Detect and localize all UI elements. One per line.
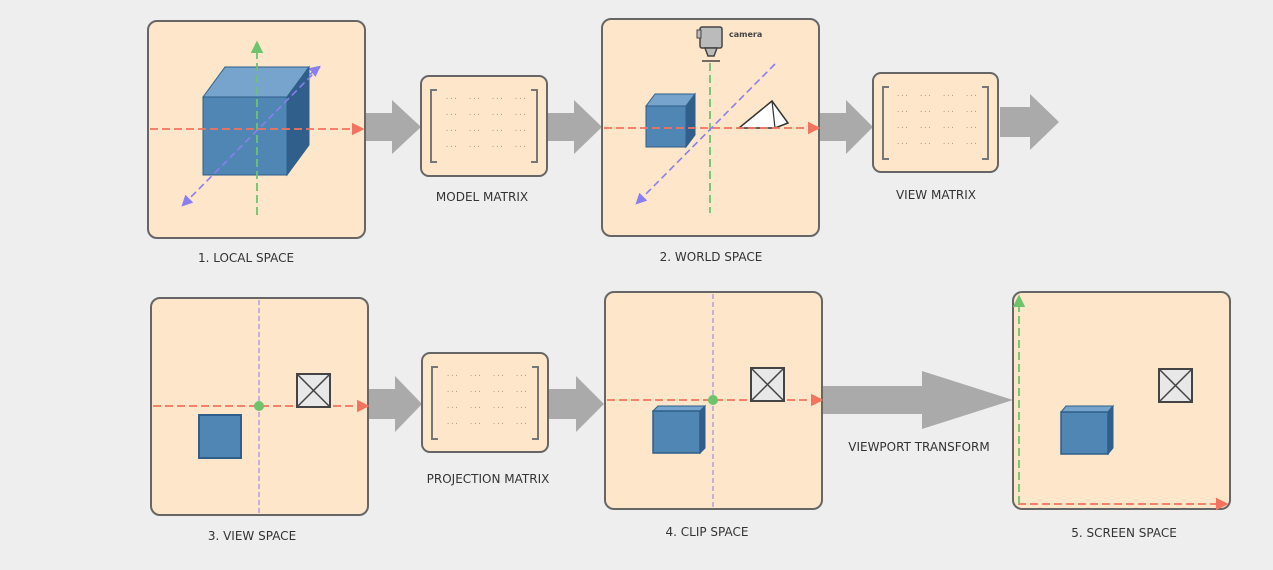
clip-space-label: 4. CLIP SPACE bbox=[666, 525, 749, 539]
arrow-view-matrix-out bbox=[1000, 94, 1059, 150]
svg-text:···: ··· bbox=[942, 108, 955, 116]
camera-label: camera bbox=[729, 30, 762, 39]
view-space-panel bbox=[150, 297, 370, 516]
arrow-model-to-world bbox=[547, 100, 602, 154]
projection-matrix-box: ··· ··· ··· ··· ··· ··· ··· ··· ··· ··· ··· ··· ·… bbox=[421, 352, 549, 453]
model-matrix-box: ··· ··· ··· ··· ··· ··· ··· ··· ··· ··· ··· ··· ·… bbox=[420, 75, 548, 177]
svg-text:···: ··· bbox=[919, 124, 932, 132]
svg-text:···: ··· bbox=[445, 143, 458, 151]
model-matrix-cells: ··· ··· ··· ··· ··· ··· ··· ··· ··· ··· ··· ··· ·… bbox=[445, 95, 527, 151]
svg-text:···: ··· bbox=[896, 140, 909, 148]
clip-origin-dot bbox=[708, 395, 718, 405]
svg-text:···: ··· bbox=[446, 420, 459, 428]
svg-text:···: ··· bbox=[942, 140, 955, 148]
camera-icon bbox=[696, 26, 723, 62]
arrow-viewport-transform bbox=[822, 371, 1013, 429]
svg-text:···: ··· bbox=[491, 95, 504, 103]
svg-text:···: ··· bbox=[445, 127, 458, 135]
cube-front-view bbox=[198, 414, 242, 459]
svg-text:···: ··· bbox=[965, 124, 978, 132]
svg-text:···: ··· bbox=[965, 108, 978, 116]
cube-small bbox=[645, 92, 696, 149]
arrow-world-to-view-matrix bbox=[819, 100, 873, 154]
projection-matrix-cells: ··· ··· ··· ··· ··· ··· ··· ··· ··· ··· ··· ··· ·… bbox=[446, 372, 528, 428]
svg-text:···: ··· bbox=[919, 92, 932, 100]
svg-text:···: ··· bbox=[445, 111, 458, 119]
svg-text:···: ··· bbox=[515, 420, 528, 428]
svg-text:···: ··· bbox=[445, 95, 458, 103]
view-matrix-cells: ··· ··· ··· ··· ··· ··· ··· ··· ··· ··· ··· ··· ·… bbox=[896, 92, 978, 148]
local-space-label: 1. LOCAL SPACE bbox=[198, 251, 294, 265]
svg-text:···: ··· bbox=[514, 143, 527, 151]
svg-text:···: ··· bbox=[919, 140, 932, 148]
arrow-local-to-model bbox=[365, 100, 421, 154]
svg-text:···: ··· bbox=[491, 143, 504, 151]
screen-space-label: 5. SCREEN SPACE bbox=[1071, 526, 1177, 540]
svg-text:···: ··· bbox=[514, 127, 527, 135]
svg-text:···: ··· bbox=[469, 388, 482, 396]
world-space-panel: camera bbox=[601, 18, 821, 237]
svg-text:···: ··· bbox=[446, 388, 459, 396]
svg-text:···: ··· bbox=[515, 404, 528, 412]
svg-text:···: ··· bbox=[468, 143, 481, 151]
svg-text:···: ··· bbox=[492, 388, 505, 396]
view-matrix-box: ··· ··· ··· ··· ··· ··· ··· ··· ··· ··· ··· ··· ·… bbox=[872, 72, 999, 173]
svg-text:···: ··· bbox=[515, 372, 528, 380]
svg-text:···: ··· bbox=[919, 108, 932, 116]
flow-arrows bbox=[365, 94, 1059, 432]
svg-text:···: ··· bbox=[965, 92, 978, 100]
arrow-projection-to-clip bbox=[548, 376, 604, 432]
pyramid-screen bbox=[1158, 368, 1193, 403]
pyramid-clip bbox=[750, 367, 785, 402]
cube-screen bbox=[1059, 404, 1115, 456]
projection-matrix-label: PROJECTION MATRIX bbox=[427, 472, 550, 486]
svg-text:···: ··· bbox=[514, 95, 527, 103]
svg-text:···: ··· bbox=[468, 95, 481, 103]
svg-text:···: ··· bbox=[514, 111, 527, 119]
svg-text:···: ··· bbox=[469, 372, 482, 380]
svg-text:···: ··· bbox=[515, 388, 528, 396]
svg-text:···: ··· bbox=[896, 108, 909, 116]
svg-text:···: ··· bbox=[896, 124, 909, 132]
arrow-view-to-projection bbox=[368, 376, 422, 432]
svg-text:···: ··· bbox=[942, 124, 955, 132]
view-space-label: 3. VIEW SPACE bbox=[208, 529, 296, 543]
clip-space-panel bbox=[604, 291, 824, 510]
view-origin-dot bbox=[254, 401, 264, 411]
svg-text:···: ··· bbox=[446, 372, 459, 380]
svg-text:···: ··· bbox=[468, 127, 481, 135]
svg-text:···: ··· bbox=[492, 404, 505, 412]
svg-text:···: ··· bbox=[896, 92, 909, 100]
cube-large bbox=[202, 65, 310, 177]
viewport-transform-label: VIEWPORT TRANSFORM bbox=[848, 440, 990, 454]
model-matrix-label: MODEL MATRIX bbox=[436, 190, 528, 204]
svg-text:···: ··· bbox=[492, 372, 505, 380]
svg-text:···: ··· bbox=[468, 111, 481, 119]
local-space-panel bbox=[147, 20, 366, 239]
pyramid-top-view bbox=[296, 373, 331, 408]
svg-text:···: ··· bbox=[492, 420, 505, 428]
svg-text:···: ··· bbox=[965, 140, 978, 148]
view-matrix-label: VIEW MATRIX bbox=[896, 188, 976, 202]
svg-text:···: ··· bbox=[446, 404, 459, 412]
svg-text:···: ··· bbox=[469, 420, 482, 428]
svg-text:···: ··· bbox=[491, 111, 504, 119]
world-space-label: 2. WORLD SPACE bbox=[660, 250, 763, 264]
svg-text:···: ··· bbox=[491, 127, 504, 135]
svg-text:···: ··· bbox=[942, 92, 955, 100]
cube-clip bbox=[651, 404, 707, 455]
screen-space-panel bbox=[1012, 291, 1231, 511]
svg-text:···: ··· bbox=[469, 404, 482, 412]
